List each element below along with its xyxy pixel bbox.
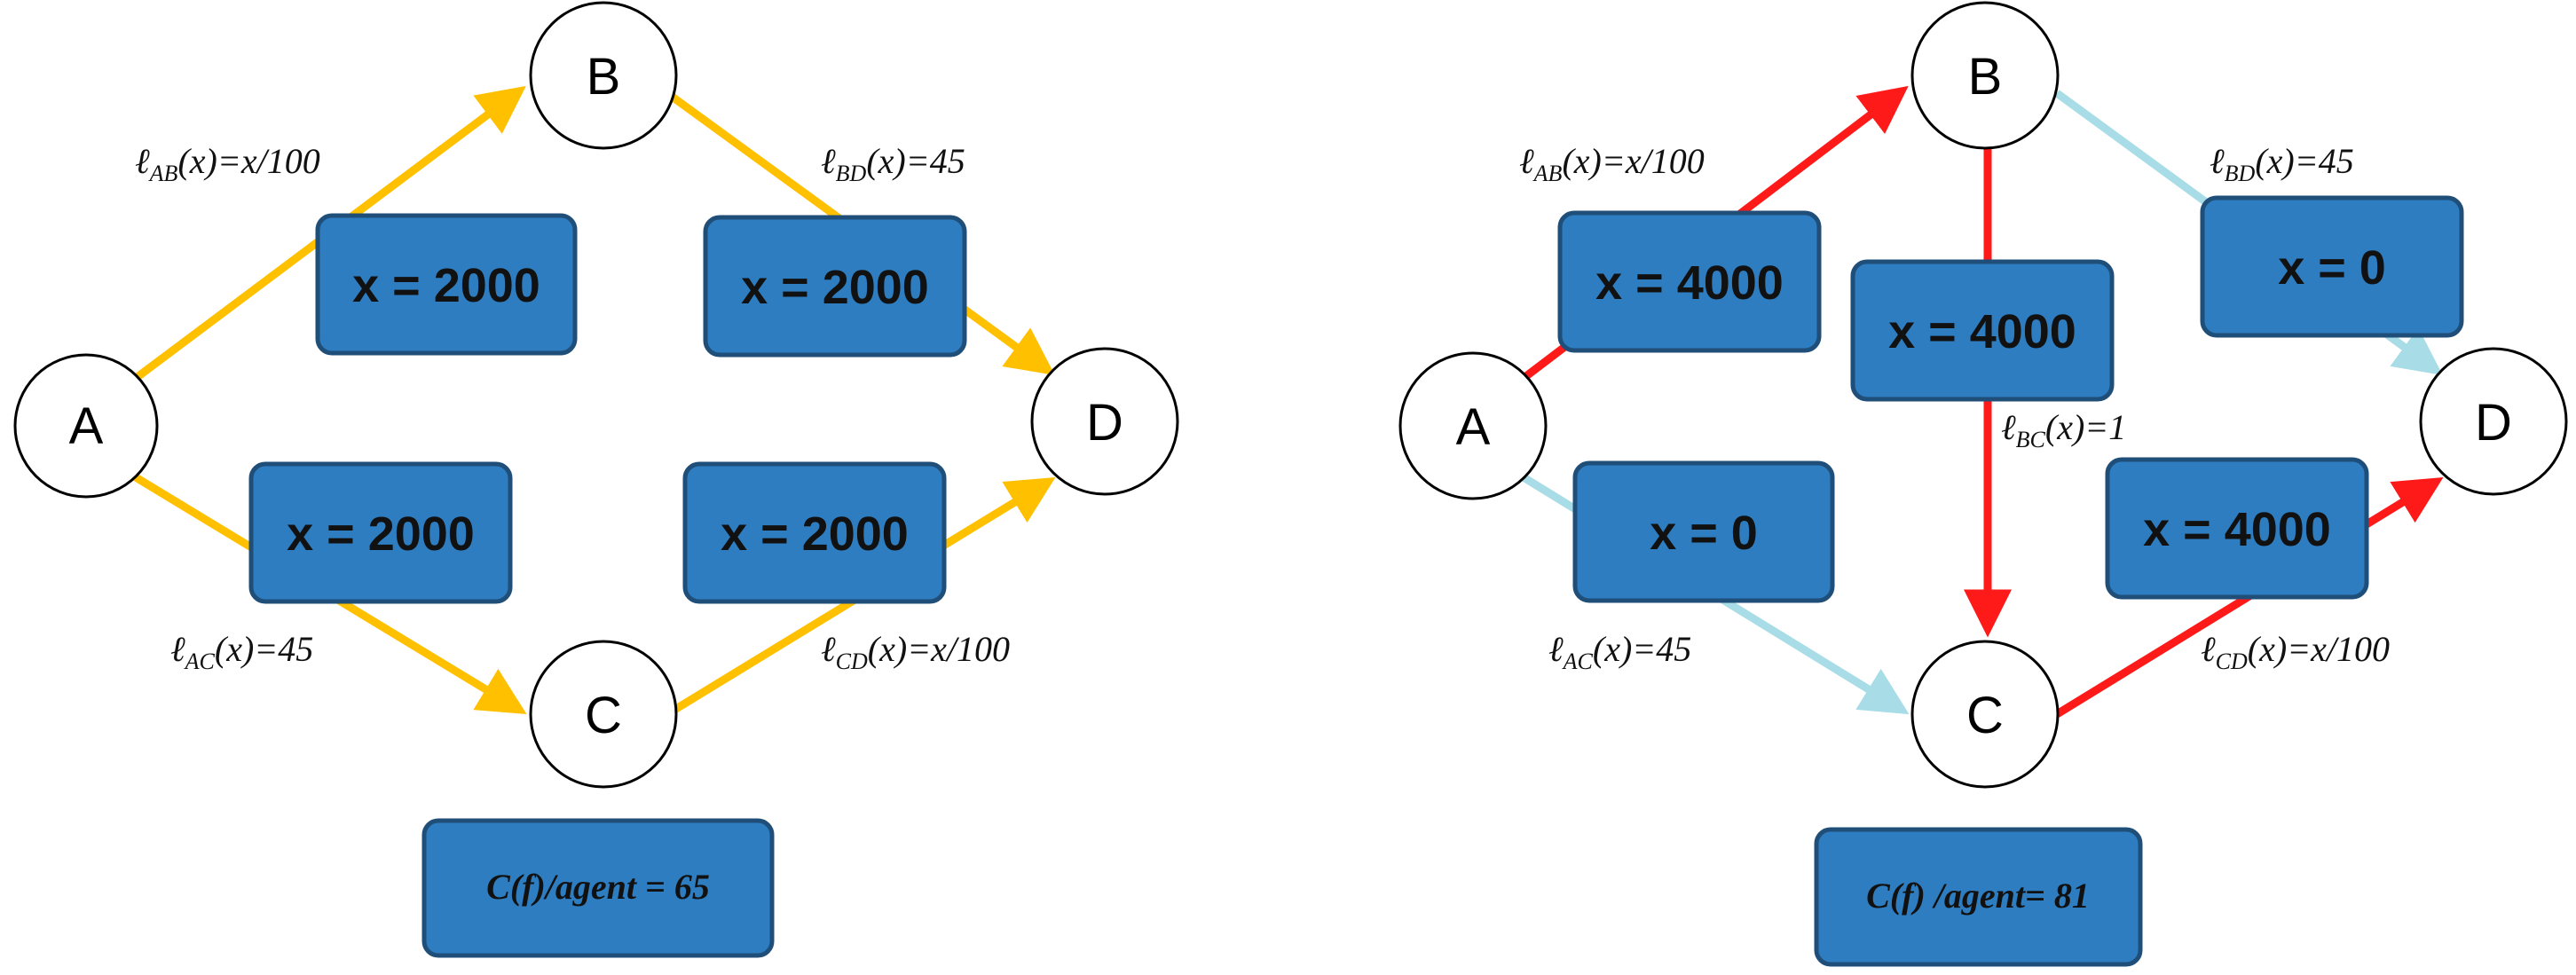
right-flow-bd-box: x = 0: [2200, 195, 2464, 338]
left-node-a: A: [13, 353, 159, 499]
svg-text:B: B: [587, 48, 621, 106]
right-node-b: B: [1910, 1, 2060, 150]
svg-text:x = 2000: x = 2000: [352, 259, 540, 312]
svg-text:D: D: [1086, 394, 1123, 452]
right-network: A B C D x = 4000 x = 4000 x = 0 x: [1398, 1, 2568, 967]
svg-text:x = 4000: x = 4000: [1888, 305, 2076, 358]
left-latency-bd: ℓBD(x)=45: [821, 141, 965, 186]
svg-text:D: D: [2475, 394, 2512, 452]
left-network: A B C D x = 2000 x = 2000 x = 2000: [13, 1, 1179, 958]
svg-text:x = 0: x = 0: [2278, 241, 2386, 295]
left-flow-cd-box: x = 2000: [682, 461, 947, 604]
right-node-c: C: [1910, 640, 2060, 789]
left-latency-ab: ℓAB(x)=x/100: [135, 141, 320, 186]
svg-text:x = 2000: x = 2000: [721, 507, 909, 561]
right-node-d: D: [2419, 347, 2568, 496]
svg-text:C(f)/agent = 65: C(f)/agent = 65: [486, 867, 710, 907]
right-flow-cd-box: x = 4000: [2105, 457, 2369, 600]
left-node-b: B: [529, 1, 678, 150]
left-flow-ab-box: x = 2000: [315, 213, 578, 356]
svg-text:A: A: [69, 397, 104, 455]
left-latency-ac: ℓAC(x)=45: [170, 629, 313, 674]
right-cost-box: C(f) /agent= 81: [1814, 827, 2143, 967]
svg-text:B: B: [1968, 48, 2003, 106]
right-flow-bc-box: x = 4000: [1850, 259, 2115, 402]
left-latency-cd: ℓCD(x)=x/100: [821, 629, 1010, 674]
right-latency-bc: ℓBC(x)=1: [2001, 407, 2126, 452]
right-flow-ab-box: x = 4000: [1557, 210, 1822, 353]
svg-text:A: A: [1456, 398, 1491, 456]
right-flow-ac-box: x = 0: [1572, 460, 1835, 603]
svg-text:x = 2000: x = 2000: [741, 261, 929, 314]
left-flow-bd-box: x = 2000: [703, 215, 967, 358]
right-latency-cd: ℓCD(x)=x/100: [2201, 629, 2390, 674]
svg-text:x = 4000: x = 4000: [2143, 503, 2331, 556]
right-latency-ab: ℓAB(x)=x/100: [1519, 141, 1705, 186]
right-node-a: A: [1398, 351, 1548, 500]
right-latency-ac: ℓAC(x)=45: [1548, 629, 1691, 674]
svg-text:x = 4000: x = 4000: [1595, 256, 1784, 310]
svg-text:C(f) /agent= 81: C(f) /agent= 81: [1866, 876, 2090, 916]
svg-text:C: C: [1966, 687, 2004, 744]
svg-text:x = 2000: x = 2000: [287, 507, 475, 561]
left-flow-ac-box: x = 2000: [248, 461, 513, 604]
right-latency-bd: ℓBD(x)=45: [2210, 141, 2354, 186]
left-cost-box: C(f)/agent = 65: [421, 818, 775, 958]
left-node-c: C: [529, 640, 678, 789]
svg-text:C: C: [585, 687, 622, 744]
svg-text:x = 0: x = 0: [1650, 507, 1758, 560]
left-node-d: D: [1030, 347, 1179, 496]
